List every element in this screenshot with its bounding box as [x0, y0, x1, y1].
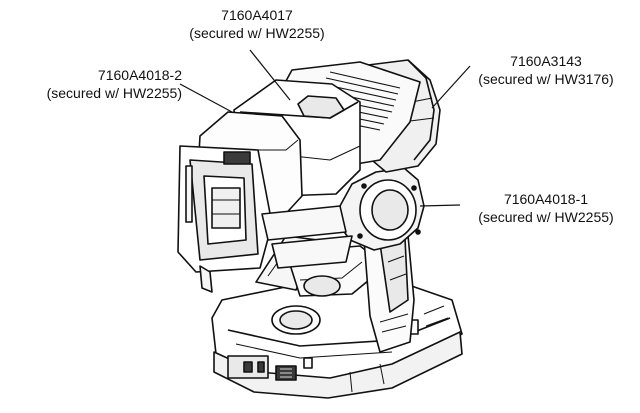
callout-rear-cap: 7160A3143 (secured w/ HW3176): [454, 52, 638, 88]
callout-hardware-note: (secured w/ HW2255): [478, 209, 614, 225]
callout-part-number: 7160A4018-1: [503, 191, 589, 207]
callout-top-cover: 7160A4017 (secured w/ HW2255): [172, 6, 342, 42]
callout-part-number: 7160A3143: [510, 53, 582, 69]
callout-arm-cap: 7160A4018-1 (secured w/ HW2255): [456, 190, 636, 226]
callout-part-number: 7160A4018-2: [97, 67, 182, 83]
callout-hardware-note: (secured w/ HW2255): [189, 25, 325, 41]
callout-hardware-note: (secured w/ HW2255): [46, 85, 182, 101]
callout-part-number: 7160A4017: [221, 7, 293, 23]
fixture-head: [177, 59, 441, 293]
fixture-base: [211, 281, 463, 399]
callout-left-cover: 7160A4018-2 (secured w/ HW2255): [4, 66, 182, 102]
callout-hardware-note: (secured w/ HW3176): [478, 71, 614, 87]
leader-lines: [179, 49, 471, 207]
